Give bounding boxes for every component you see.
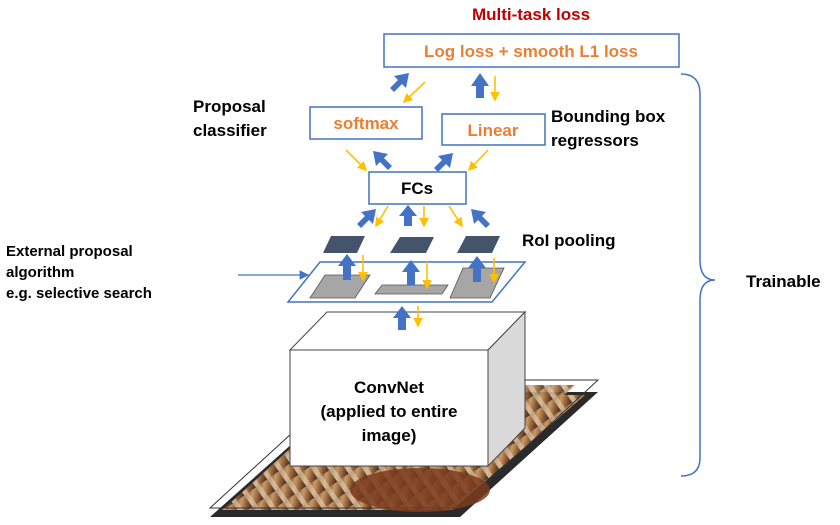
trainable-brace <box>680 73 716 477</box>
up-arrows <box>338 73 490 330</box>
down-arrows <box>345 76 500 328</box>
external-proposal-line-2: algorithm <box>6 264 74 281</box>
external-proposal-line-1: External proposal <box>6 243 133 260</box>
linear-box: Linear <box>441 113 546 146</box>
title: Multi-task loss <box>472 5 590 24</box>
up-arrow-loss-left <box>390 73 409 92</box>
external-proposal-line-3: e.g. selective search <box>6 285 152 302</box>
convnet-line-1: ConvNet <box>354 378 424 397</box>
bbox-regressors-line-2: regressors <box>551 131 639 150</box>
proposal-classifier-line-1: Proposal <box>193 97 266 116</box>
loss-box-label: Log loss + smooth L1 loss <box>424 42 638 61</box>
convnet-line-3: image) <box>362 426 417 445</box>
up-arrow-roi-3 <box>468 256 486 282</box>
softmax-box-label: softmax <box>333 114 399 133</box>
proposal-region-2 <box>374 284 449 295</box>
down-arrow-fc-3 <box>448 205 463 228</box>
roi-tile-1 <box>323 236 365 253</box>
fcs-box-label: FCs <box>401 179 433 198</box>
down-arrow-softmax <box>345 149 368 172</box>
roi-pooling-label: RoI pooling <box>522 231 615 250</box>
up-arrow-fc-3 <box>471 209 490 228</box>
roi-tile-3 <box>457 236 500 253</box>
down-arrow-loss-left <box>402 81 426 104</box>
up-arrow-convnet <box>393 306 411 330</box>
up-arrow-linear <box>434 153 453 172</box>
fcs-box: FCs <box>368 171 467 205</box>
softmax-box: softmax <box>309 106 423 140</box>
up-arrow-roi-2 <box>402 260 420 285</box>
proposal-classifier-line-2: classifier <box>193 121 267 140</box>
up-arrow-roi-1 <box>338 254 356 280</box>
trainable-label: Trainable <box>746 272 821 291</box>
loss-box: Log loss + smooth L1 loss <box>383 33 680 68</box>
proposal-region-1 <box>309 274 371 299</box>
roi-tile-2 <box>390 237 434 253</box>
down-arrow-linear <box>467 149 489 172</box>
linear-box-label: Linear <box>467 121 518 140</box>
up-arrow-fc-1 <box>357 209 376 228</box>
up-arrow-softmax <box>373 151 392 170</box>
up-arrow-loss-right <box>471 73 489 98</box>
down-arrow-fc-1 <box>375 205 389 228</box>
feature-map-plane <box>286 261 527 303</box>
up-arrow-fc-2 <box>399 205 417 226</box>
convnet-line-2: (applied to entire <box>321 402 458 421</box>
bbox-regressors-line-1: Bounding box <box>551 107 666 126</box>
roi-pooled-tiles <box>323 236 500 253</box>
convnet-box: ConvNet (applied to entire image) <box>288 310 527 468</box>
